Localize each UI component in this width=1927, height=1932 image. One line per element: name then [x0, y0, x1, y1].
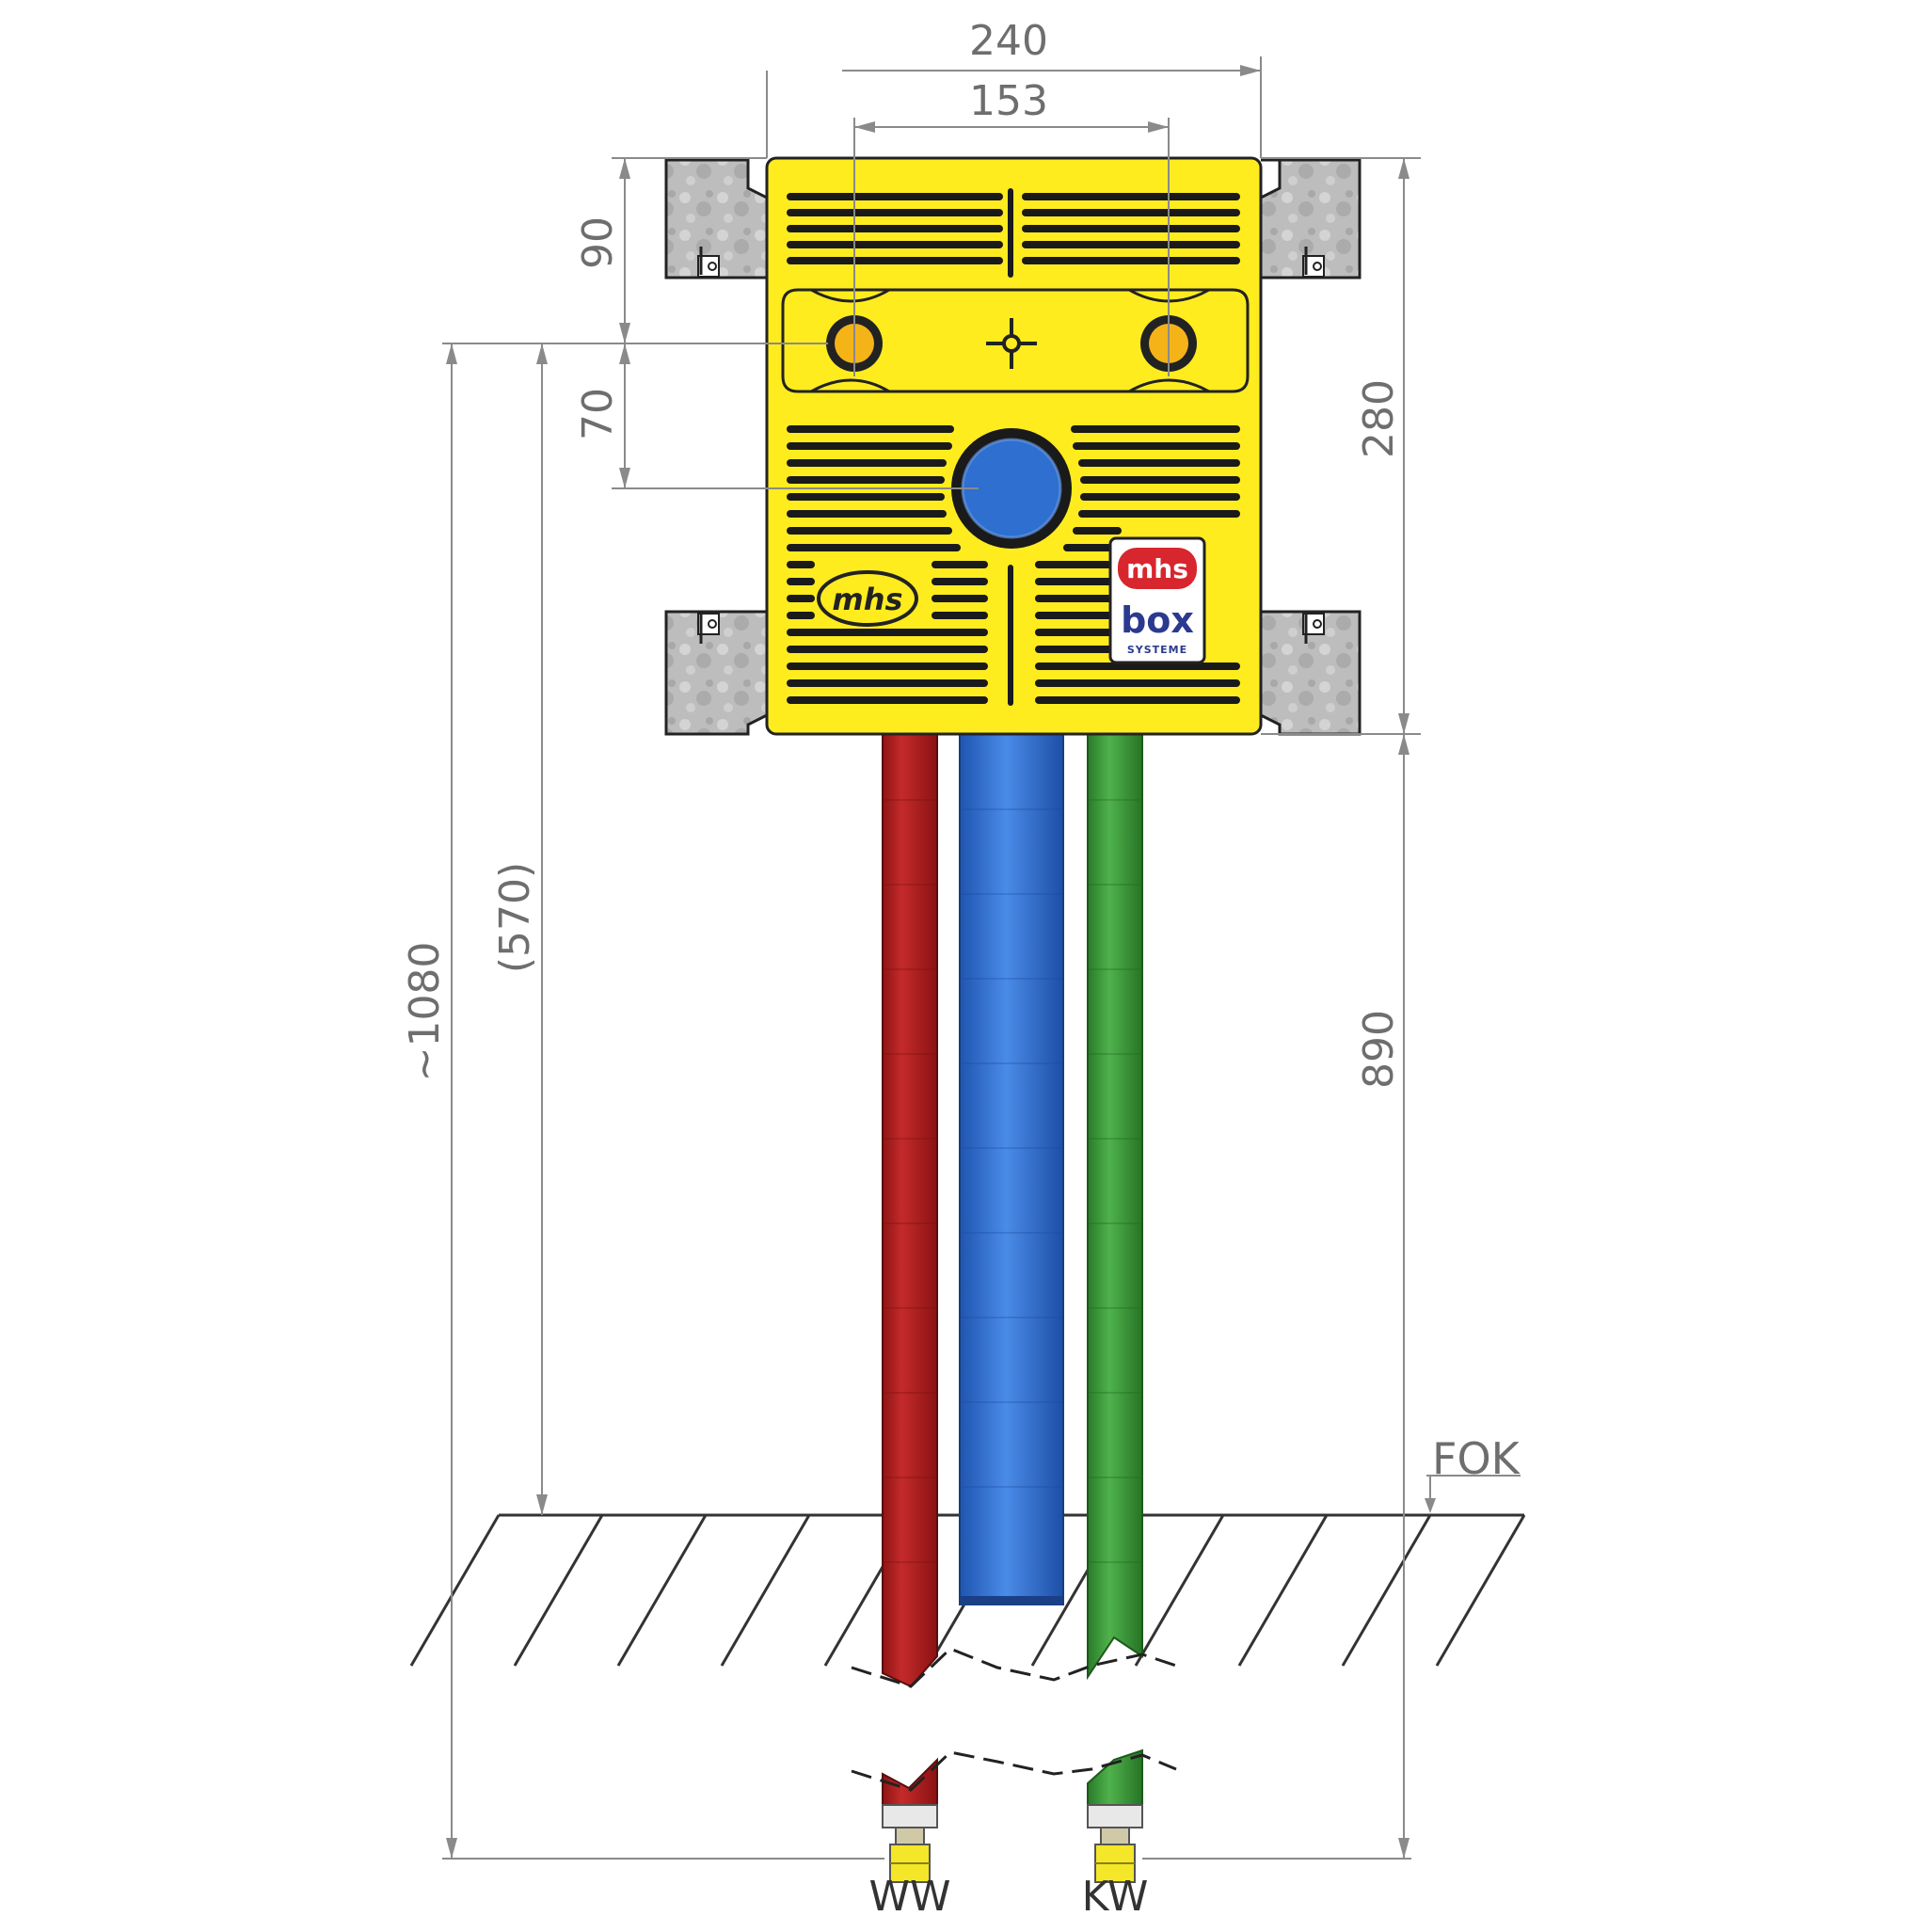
dim-holes-to-drain: 70 — [574, 388, 622, 440]
dimension-labels: 240 153 90 70 280 890 (570) ~1080 — [401, 17, 1403, 1089]
dim-box-to-bottom: 890 — [1355, 1010, 1403, 1089]
dim-holes-to-floor: (570) — [491, 862, 539, 973]
dimension-lines — [442, 56, 1521, 1860]
drain-pipe — [959, 733, 1064, 1605]
dim-hole-spacing: 153 — [969, 77, 1048, 125]
mhs-logo-text: mhs — [832, 582, 902, 617]
top-grill — [787, 188, 1240, 278]
mounting-bracket-top-right — [1259, 158, 1362, 279]
cold-water-stub — [1087, 1748, 1143, 1883]
pipe-break-lower — [851, 1750, 1177, 1792]
mounting-bracket-bottom-left — [664, 610, 769, 736]
hot-water-pipe — [882, 733, 938, 1688]
dim-box-height: 280 — [1355, 379, 1403, 458]
center-crosshair-icon — [986, 318, 1037, 369]
mounting-bracket-bottom-right — [1259, 610, 1362, 736]
floor-level-label: FOK — [1432, 1433, 1521, 1484]
installation-box: mhs mhs box SYSTEME — [765, 156, 1263, 736]
dimension-arrows — [446, 65, 1436, 1859]
cold-water-pipe — [1087, 733, 1143, 1681]
badge-sub-text: SYSTEME — [1127, 644, 1187, 656]
hot-water-label: WW — [868, 1873, 950, 1921]
mhs-logo: mhs — [817, 570, 918, 627]
lower-grill — [787, 425, 1240, 706]
mhs-box-badge: mhs box SYSTEME — [1108, 536, 1206, 664]
dim-top-to-holes: 90 — [574, 216, 622, 269]
cold-water-label: KW — [1082, 1873, 1149, 1921]
badge-brand-text: mhs — [1126, 553, 1188, 584]
pipe-break-upper — [851, 1647, 1177, 1688]
dim-overall-width: 240 — [969, 17, 1048, 65]
drain-opening — [951, 428, 1072, 549]
hot-water-stub — [882, 1757, 938, 1883]
mounting-bracket-top-left — [664, 158, 769, 279]
badge-product-text: box — [1121, 599, 1194, 641]
dim-total-height: ~1080 — [401, 942, 449, 1082]
